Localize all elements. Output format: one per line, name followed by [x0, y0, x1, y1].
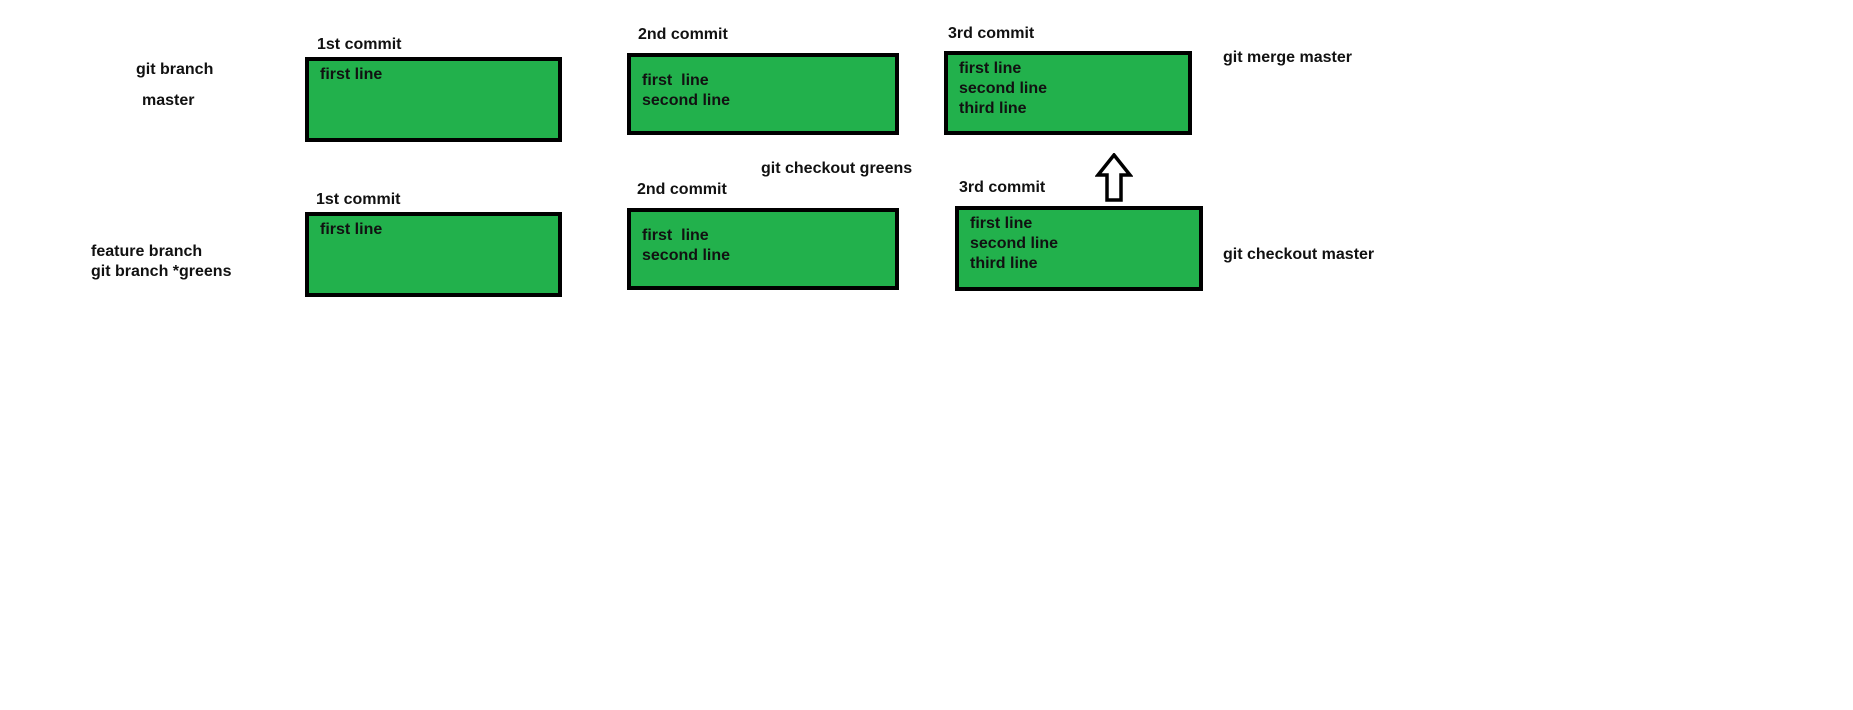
feature-commit-3-box: first line second line third line — [955, 206, 1203, 291]
checkout-master-label: git checkout master — [1223, 246, 1375, 263]
commit-line: second line — [642, 247, 731, 264]
feature-branch-name: git branch *greens — [91, 263, 232, 280]
master-commit-2-heading: 2nd commit — [638, 26, 728, 43]
commit-line: second line — [970, 235, 1059, 252]
commit-line: second line — [959, 80, 1048, 97]
commit-line: first line — [642, 227, 709, 244]
feature-branch-label: feature branch — [91, 243, 203, 260]
commit-line: third line — [959, 100, 1027, 117]
checkout-greens-label: git checkout greens — [761, 160, 913, 177]
master-branch-name: master — [142, 92, 195, 109]
master-commit-1-heading: 1st commit — [317, 36, 402, 53]
commit-line: second line — [642, 92, 731, 109]
feature-commit-2-heading: 2nd commit — [637, 181, 727, 198]
feature-commit-3-heading: 3rd commit — [959, 179, 1046, 196]
commit-line: first line — [320, 66, 383, 83]
master-commit-3-box: first line second line third line — [944, 51, 1192, 135]
master-commit-3-heading: 3rd commit — [948, 25, 1035, 42]
master-commit-2-box: first line second line — [627, 53, 899, 135]
feature-commit-1-box: first line — [305, 212, 562, 297]
master-commit-1-box: first line — [305, 57, 562, 142]
up-arrow-icon — [1095, 153, 1133, 202]
feature-commit-2-box: first line second line — [627, 208, 899, 290]
commit-line: first line — [970, 215, 1033, 232]
commit-line: third line — [970, 255, 1038, 272]
feature-commit-1-heading: 1st commit — [316, 191, 401, 208]
commit-line: first line — [642, 72, 709, 89]
master-branch-label: git branch — [136, 61, 214, 78]
merge-command-label: git merge master — [1223, 49, 1352, 66]
commit-line: first line — [320, 221, 383, 238]
commit-line: first line — [959, 60, 1022, 77]
